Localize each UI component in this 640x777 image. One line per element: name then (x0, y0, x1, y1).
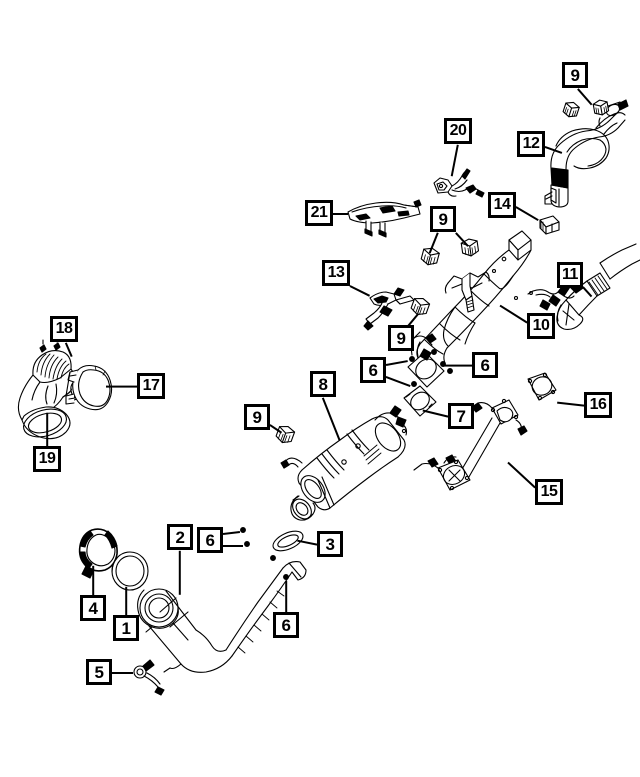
leader-line (443, 365, 472, 367)
callout-10[interactable]: 10 (527, 313, 555, 339)
leader-line (285, 580, 287, 613)
leader-line (112, 672, 133, 674)
callout-9-d[interactable]: 9 (244, 404, 270, 430)
callout-6-c[interactable]: 6 (197, 527, 223, 553)
leader-line (451, 144, 459, 176)
callout-19[interactable]: 19 (33, 446, 61, 472)
leader-line (422, 410, 449, 418)
leader-line (556, 402, 585, 407)
leader-line (222, 531, 241, 535)
leader-line (92, 565, 94, 596)
callout-7[interactable]: 7 (448, 403, 474, 429)
callout-4[interactable]: 4 (80, 595, 106, 621)
callout-11[interactable]: 11 (557, 262, 583, 288)
callout-6-a[interactable]: 6 (360, 357, 386, 383)
callout-14[interactable]: 14 (488, 192, 516, 218)
callout-6-b[interactable]: 6 (472, 352, 498, 378)
leader-line (65, 342, 73, 358)
leader-line (269, 424, 283, 434)
leader-line (322, 397, 341, 442)
callout-17[interactable]: 17 (137, 373, 165, 399)
callout-1[interactable]: 1 (113, 615, 139, 641)
callout-6-d[interactable]: 6 (273, 612, 299, 638)
leader-line (223, 545, 243, 547)
leader-line (455, 232, 469, 247)
callout-15[interactable]: 15 (535, 479, 563, 505)
leader-line (385, 360, 409, 366)
callout-5[interactable]: 5 (86, 659, 112, 685)
leader-line (333, 213, 348, 215)
leader-line (507, 462, 536, 489)
callout-13[interactable]: 13 (322, 260, 350, 286)
callout-9[interactable]: 9 (562, 62, 588, 88)
callout-20[interactable]: 20 (444, 118, 472, 144)
leader-line (582, 286, 593, 298)
callout-16[interactable]: 16 (584, 392, 612, 418)
leader-line (46, 412, 48, 447)
callout-3[interactable]: 3 (317, 531, 343, 557)
callout-8[interactable]: 8 (310, 371, 336, 397)
leader-line (577, 88, 593, 106)
leader-line (499, 305, 528, 324)
leader-line (429, 232, 439, 254)
callout-9-b[interactable]: 9 (430, 206, 456, 232)
callout-2[interactable]: 2 (167, 524, 193, 550)
callout-12[interactable]: 12 (517, 131, 545, 157)
callout-9-c[interactable]: 9 (388, 325, 414, 351)
leader-line (385, 376, 411, 387)
leader-line (349, 285, 371, 297)
leader-line (106, 386, 137, 388)
callout-18[interactable]: 18 (50, 316, 78, 342)
leader-line (179, 550, 181, 595)
leader-line (125, 586, 127, 616)
leader-line (544, 146, 563, 154)
leader-line (296, 540, 318, 546)
leader-line (515, 206, 539, 221)
callout-21[interactable]: 21 (305, 200, 333, 226)
